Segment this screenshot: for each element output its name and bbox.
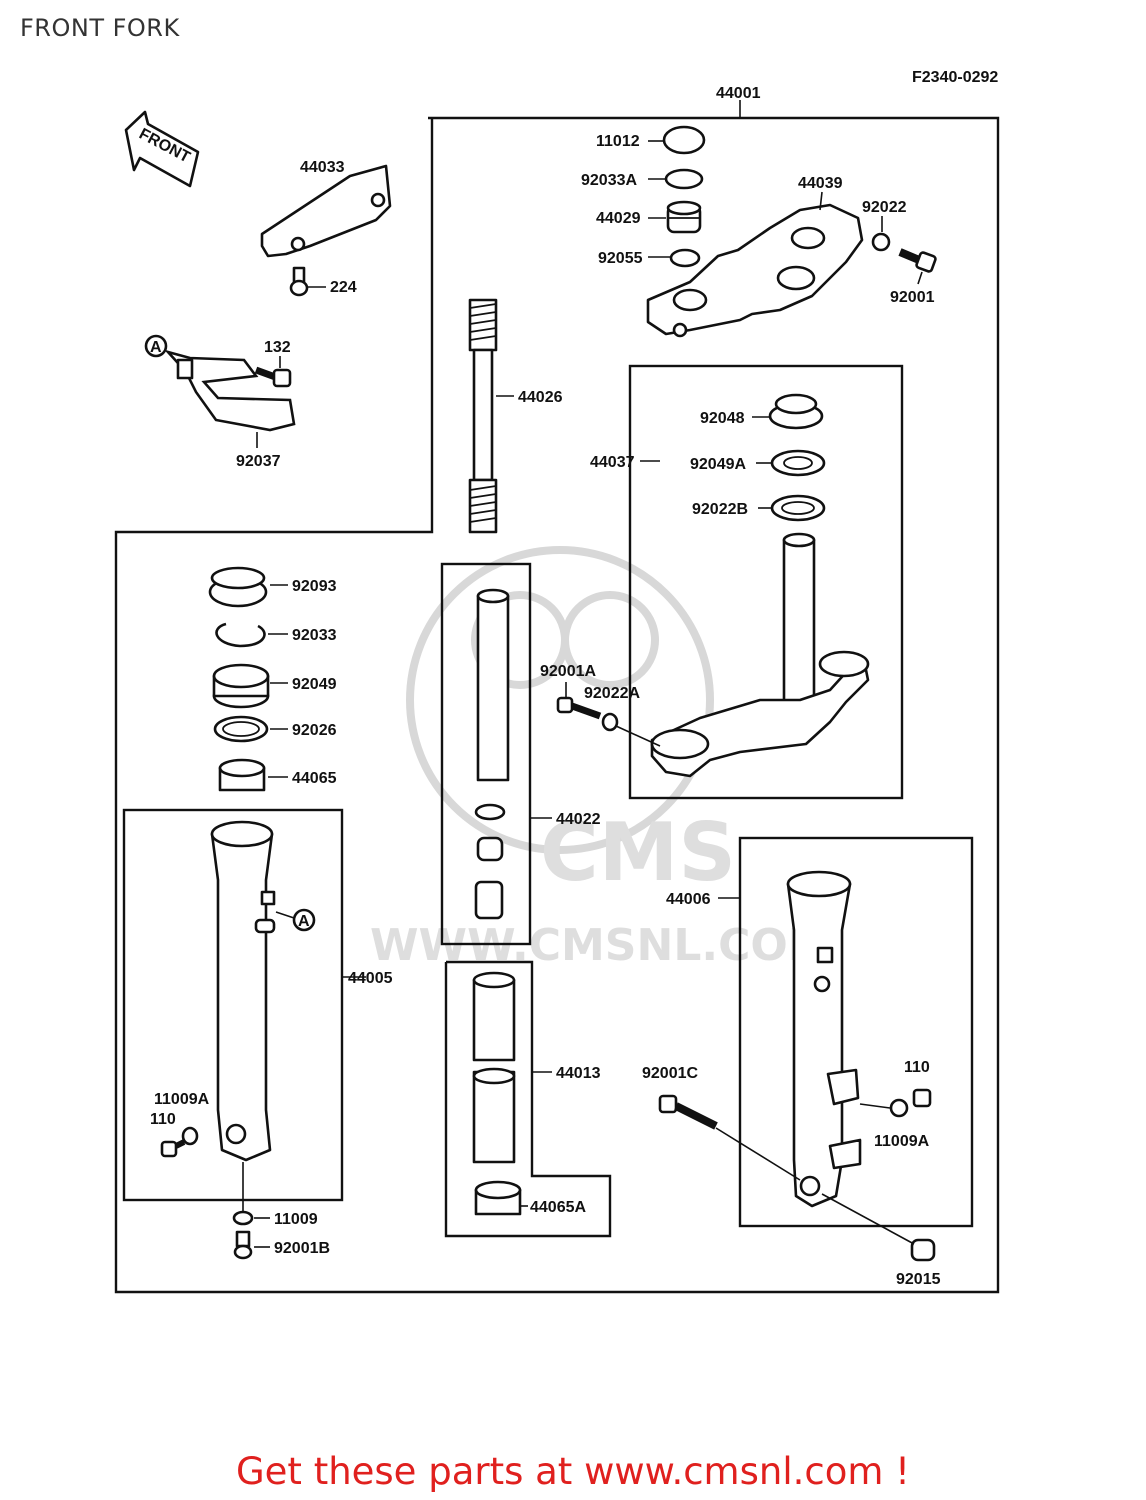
label-44006: 44006 xyxy=(666,891,711,908)
label-92022B: 92022B xyxy=(692,501,748,518)
watermark: CMS WWW.CMSNL.COM xyxy=(370,546,832,971)
stem-lower-bracket xyxy=(650,532,870,778)
label-44037: 44037 xyxy=(590,454,635,471)
cover-44033 xyxy=(260,164,392,258)
label-44029: 44029 xyxy=(596,210,641,227)
screw-110-left xyxy=(160,1139,186,1158)
diagram-code: F2340-0292 xyxy=(912,69,998,86)
ref-mark-a-tube xyxy=(292,908,316,932)
bolt-92001B xyxy=(233,1230,253,1260)
box-44037 xyxy=(628,364,904,800)
label-110-left: 110 xyxy=(150,1111,176,1128)
upper-bracket-44039 xyxy=(646,203,864,338)
label-92001A: 92001A xyxy=(540,663,596,680)
bolt-92001 xyxy=(898,248,937,273)
washer-92022 xyxy=(871,232,891,252)
label-92026: 92026 xyxy=(292,722,337,739)
o-ring-92055 xyxy=(669,248,701,268)
box-44013 xyxy=(444,960,612,1238)
box-44005 xyxy=(122,808,344,1202)
bushing-44065A xyxy=(474,1180,522,1216)
watermark-url: WWW.CMSNL.COM xyxy=(370,920,832,971)
label-44033: 44033 xyxy=(300,159,345,176)
front-direction-arrow: FRONT xyxy=(124,110,200,188)
label-11012: 11012 xyxy=(596,133,640,150)
bearing-race-92049A xyxy=(770,449,826,477)
label-92001: 92001 xyxy=(890,289,935,306)
ref-mark-a-clamp xyxy=(144,334,168,358)
washer-11009 xyxy=(232,1210,254,1226)
plug-44029 xyxy=(666,200,702,234)
label-92055: 92055 xyxy=(598,250,643,267)
box-44006 xyxy=(738,836,974,1228)
label-92093: 92093 xyxy=(292,578,337,595)
label-132: 132 xyxy=(264,339,291,356)
box-44022 xyxy=(440,562,532,946)
label-44013: 44013 xyxy=(556,1065,601,1082)
label-92015: 92015 xyxy=(896,1271,941,1288)
label-110-right: 110 xyxy=(904,1059,930,1076)
dust-seal-92048 xyxy=(768,393,824,430)
washer-92026 xyxy=(213,715,269,743)
label-11009A-left: 11009A xyxy=(154,1091,210,1108)
inner-tube-44022 xyxy=(474,588,510,920)
bolt-132 xyxy=(254,366,292,388)
label-44026: 44026 xyxy=(518,389,563,406)
outer-tube-44006 xyxy=(786,870,862,1208)
ref-mark-a-clamp-label: A xyxy=(150,339,162,356)
label-92001B: 92001B xyxy=(274,1240,330,1257)
label-92049: 92049 xyxy=(292,676,337,693)
washer-11009A-left xyxy=(181,1126,199,1146)
circlip-92033 xyxy=(215,622,266,648)
watermark-brand: CMS xyxy=(540,806,736,899)
footer-link-text[interactable]: Get these parts at www.cmsnl.com ! xyxy=(235,1450,910,1493)
label-44039: 44039 xyxy=(798,175,843,192)
ref-mark-a-tube-label: A xyxy=(298,913,310,930)
label-92001C: 92001C xyxy=(642,1065,698,1082)
label-92033A: 92033A xyxy=(581,172,637,189)
label-92049A: 92049A xyxy=(690,456,746,473)
label-92022A: 92022A xyxy=(584,685,640,702)
label-11009A-right: 11009A xyxy=(874,1133,930,1150)
dust-seal-92093 xyxy=(208,566,268,608)
label-44022: 44022 xyxy=(556,811,601,828)
spring-44026 xyxy=(468,298,498,534)
label-44001: 44001 xyxy=(716,85,761,102)
outer-tube-44005 xyxy=(210,820,276,1162)
label-92022: 92022 xyxy=(862,199,907,216)
clamp-92037 xyxy=(164,349,296,432)
o-ring-92033A xyxy=(664,168,704,190)
label-92037: 92037 xyxy=(236,453,281,470)
page-title: FRONT FORK xyxy=(20,14,180,42)
nut-92015 xyxy=(910,1238,936,1262)
label-44005: 44005 xyxy=(348,970,393,987)
label-44065: 44065 xyxy=(292,770,337,787)
washer-92022B xyxy=(770,494,826,522)
screw-110-right xyxy=(912,1088,932,1108)
bolt-92001C xyxy=(658,1094,718,1130)
washer-92022A xyxy=(601,712,619,732)
bushing-44065 xyxy=(218,758,266,792)
label-92033: 92033 xyxy=(292,627,337,644)
washer-11009A-right xyxy=(889,1098,909,1118)
bolt-92001A xyxy=(556,696,602,720)
fork-tube-44013 xyxy=(472,971,516,1164)
label-224: 224 xyxy=(330,279,357,296)
oil-seal-92049 xyxy=(212,663,270,709)
label-92048: 92048 xyxy=(700,410,745,427)
screw-224 xyxy=(289,266,309,297)
label-44065A: 44065A xyxy=(530,1199,586,1216)
label-11009: 11009 xyxy=(274,1211,318,1228)
cap-11012 xyxy=(662,125,706,155)
assembly-outline-44001 xyxy=(114,116,1000,1294)
